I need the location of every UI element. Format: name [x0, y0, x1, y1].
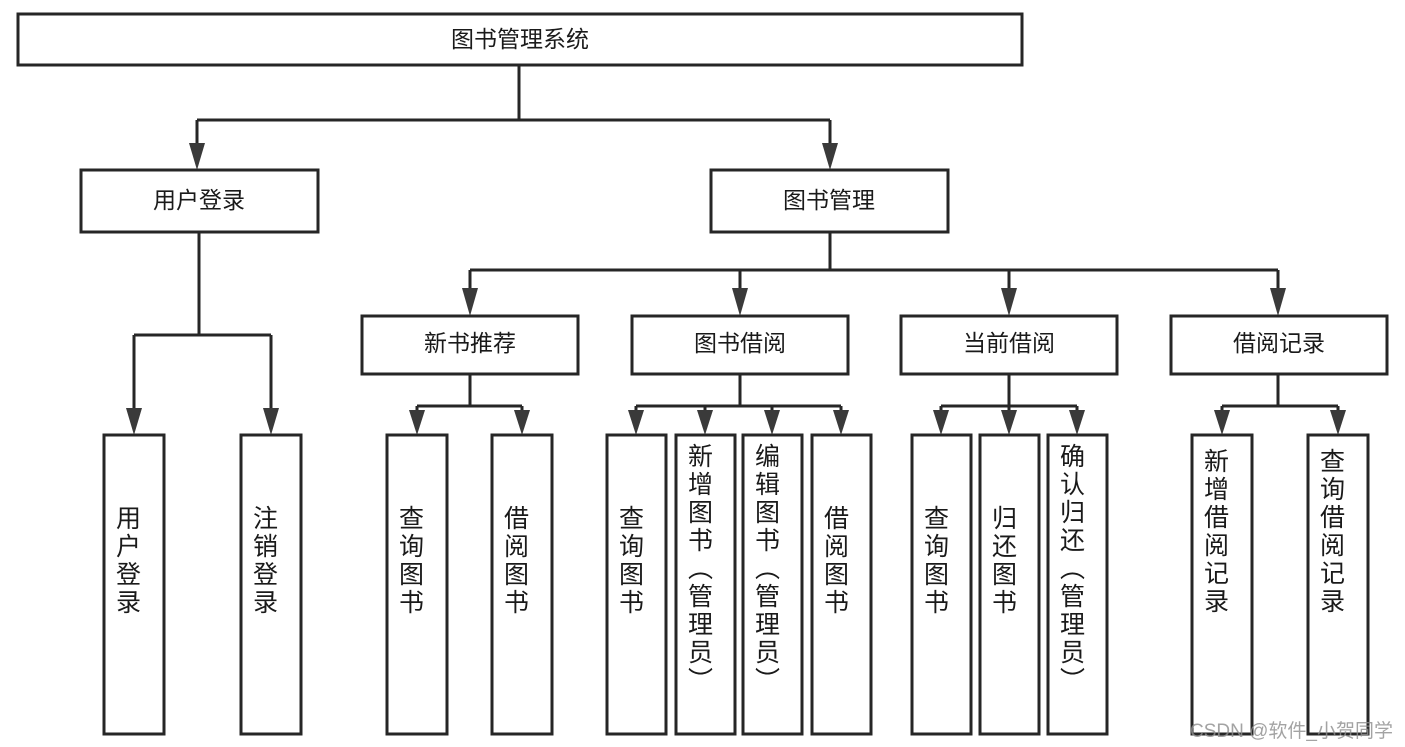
node-root-label: 图书管理系统	[451, 26, 589, 52]
connector-group-book-borrow	[628, 374, 849, 435]
node-book-management-label: 图书管理	[783, 187, 875, 213]
node-book-borrow-box[interactable]	[630, 314, 850, 376]
node-book-borrow-label: 图书借阅	[694, 330, 786, 356]
arrow-head-user-login	[189, 143, 205, 170]
leaf-boxes-user-login	[102, 433, 303, 736]
node-new-book-recommend-box[interactable]	[360, 314, 580, 376]
leaf-query-book-2-box[interactable]	[605, 433, 668, 736]
node-book-management[interactable]: 图书管理	[709, 168, 950, 234]
node-book-management-box[interactable]	[709, 168, 950, 234]
leaf-boxes-new-book-recommend	[385, 433, 554, 736]
arrow-head-leaf-logout	[263, 408, 279, 435]
connector-group-user-login	[126, 233, 279, 435]
arrow-head-leaf-query-book-3	[933, 410, 949, 435]
leaf-borrow-book-2-box[interactable]	[810, 433, 873, 736]
connector-group-root	[189, 65, 838, 170]
connector-group-borrow-record	[1214, 374, 1346, 435]
node-user-login-box[interactable]	[79, 168, 320, 234]
node-borrow-record[interactable]: 借阅记录	[1169, 314, 1389, 376]
node-root[interactable]: 图书管理系统	[16, 12, 1024, 67]
arrow-head-leaf-borrow-book-1	[514, 410, 530, 435]
arrow-head-new-book-recommend	[462, 288, 478, 316]
connector-group-new-book-recommend	[409, 374, 530, 435]
arrow-head-leaf-query-record	[1330, 410, 1346, 435]
arrow-head-book-borrow	[732, 288, 748, 316]
arrow-head-leaf-query-book-2	[628, 410, 644, 435]
node-current-borrow-label: 当前借阅	[963, 330, 1055, 356]
leaf-query-book-1-box[interactable]	[385, 433, 449, 736]
node-root-box[interactable]	[16, 12, 1024, 67]
leaf-boxes-book-borrow	[605, 433, 873, 736]
leaf-confirm-return-box[interactable]	[1046, 433, 1109, 736]
arrow-head-leaf-add-record	[1214, 410, 1230, 435]
node-book-borrow[interactable]: 图书借阅	[630, 314, 850, 376]
connector-group-book-management	[462, 233, 1286, 316]
leaf-query-book-3-box[interactable]	[910, 433, 973, 736]
arrow-head-leaf-user-login	[126, 408, 142, 435]
node-new-book-recommend-label: 新书推荐	[424, 330, 516, 356]
node-new-book-recommend[interactable]: 新书推荐	[360, 314, 580, 376]
leaf-edit-book-box[interactable]	[741, 433, 804, 736]
arrow-head-borrow-record	[1270, 288, 1286, 316]
leaf-logout-box[interactable]	[239, 433, 303, 736]
node-current-borrow[interactable]: 当前借阅	[899, 314, 1119, 376]
arrow-head-current-borrow	[1001, 288, 1017, 316]
csdn-watermark: CSDN @软件_小贺同学	[1190, 721, 1393, 742]
leaf-return-book-box[interactable]	[978, 433, 1041, 736]
leaf-add-record-box[interactable]	[1190, 433, 1254, 736]
arrow-head-leaf-return-book	[1001, 410, 1017, 435]
leaf-boxes-current-borrow	[910, 433, 1109, 736]
connector-group-current-borrow	[933, 374, 1085, 435]
arrow-head-leaf-edit-book	[764, 410, 780, 435]
node-current-borrow-box[interactable]	[899, 314, 1119, 376]
node-user-login[interactable]: 用户登录	[79, 168, 320, 234]
leaf-query-record-box[interactable]	[1306, 433, 1370, 736]
arrow-head-leaf-confirm-return	[1069, 410, 1085, 435]
arrow-head-leaf-query-book-1	[409, 410, 425, 435]
leaf-borrow-book-1-box[interactable]	[490, 433, 554, 736]
node-borrow-record-label: 借阅记录	[1233, 330, 1325, 356]
node-borrow-record-box[interactable]	[1169, 314, 1389, 376]
arrow-head-leaf-borrow-book-2	[833, 410, 849, 435]
node-user-login-label: 用户登录	[153, 187, 245, 213]
leaf-add-book-box[interactable]	[674, 433, 737, 736]
arrow-head-book-management	[822, 143, 838, 170]
leaf-boxes-borrow-record	[1190, 433, 1370, 736]
leaf-user-login-box[interactable]	[102, 433, 166, 736]
arrow-head-leaf-add-book	[697, 410, 713, 435]
